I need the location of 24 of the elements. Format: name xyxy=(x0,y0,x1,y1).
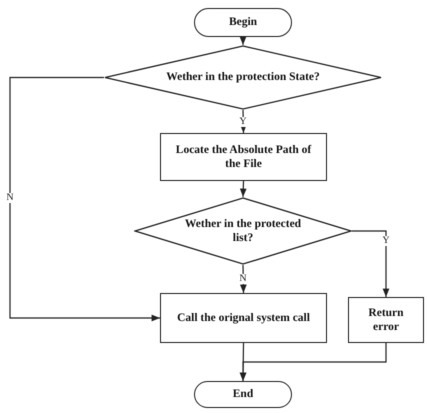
node-text: Begin xyxy=(228,15,258,30)
process-box xyxy=(348,297,424,343)
terminal-box xyxy=(194,8,292,37)
decision-diamond xyxy=(134,197,352,265)
arrow xyxy=(240,36,246,45)
node-text: Return error xyxy=(367,306,405,334)
node-text: Locate the Absolute Path of the File xyxy=(174,142,312,172)
node-text: Call the orignal system call xyxy=(176,310,311,326)
process-box xyxy=(160,133,327,181)
edge-label: N xyxy=(238,274,248,284)
arrow xyxy=(9,76,160,322)
node-text: Wether in the protected list? xyxy=(184,216,302,246)
node-text: End xyxy=(232,387,254,402)
arrow xyxy=(240,343,387,381)
node-text: Wether in the protection State? xyxy=(165,70,321,85)
decision-diamond xyxy=(104,45,382,110)
terminal-box xyxy=(194,381,292,408)
arrow xyxy=(240,264,247,294)
process-box xyxy=(160,293,327,343)
edge-label: Y xyxy=(381,236,391,246)
edge-label: Y xyxy=(238,116,248,126)
edge-label: N xyxy=(5,192,15,203)
arrow xyxy=(240,180,247,198)
arrow xyxy=(352,230,390,297)
